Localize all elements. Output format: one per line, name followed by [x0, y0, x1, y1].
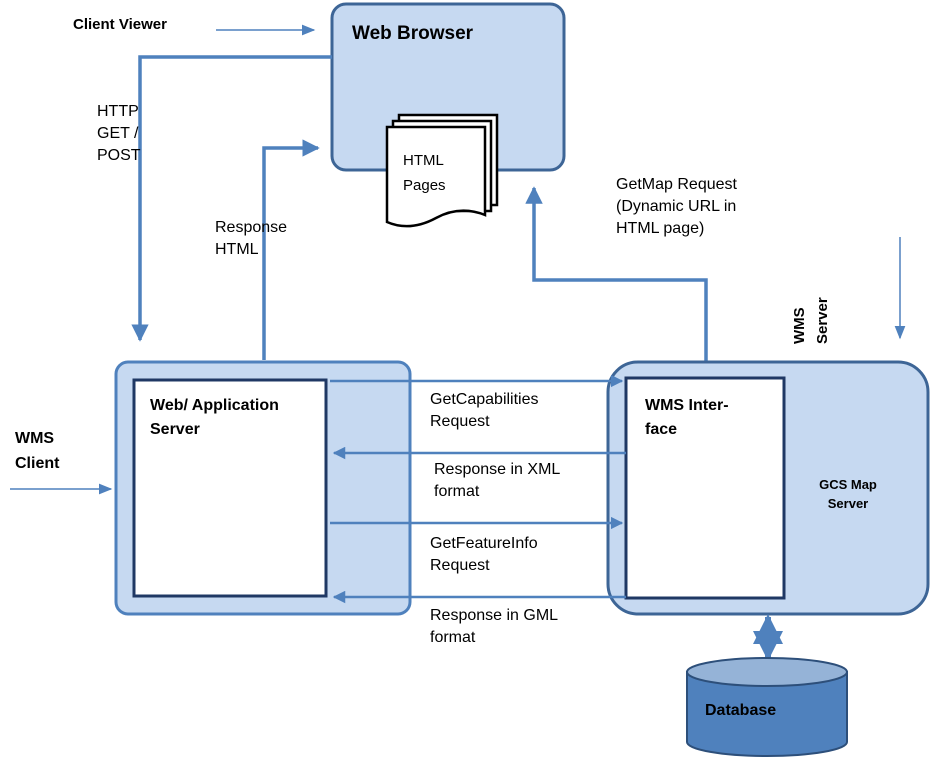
wms-interface-title-line2: face [645, 421, 677, 438]
web-app-server-inner-box [132, 378, 328, 598]
http-request-connector [131, 55, 332, 342]
getcapabilities-label-line2: Request [430, 413, 490, 430]
response-gml-label-line1: Response in GML [430, 607, 558, 624]
gcs-map-server-label-line1: GCS Map [819, 477, 877, 492]
response-xml-label-line2: format [434, 483, 480, 500]
wms-interface-title-line1: WMS Inter- [645, 397, 729, 414]
html-pages-label-line2: Pages [403, 177, 446, 194]
response-html-line1: Response [215, 219, 287, 236]
getmap-label-line1: GetMap Request [616, 176, 738, 193]
getcapabilities-label-line1: GetCapabilities [430, 391, 539, 408]
wms-client-label-line2: Client [15, 455, 60, 472]
web-app-server-title-line2: Server [150, 421, 200, 438]
html-pages-label-line1: HTML [403, 152, 444, 169]
wms-server-label-line2: Server [814, 297, 831, 344]
getfeatureinfo-label-line1: GetFeatureInfo [430, 535, 538, 552]
getmap-label-line2: (Dynamic URL in [616, 198, 736, 215]
getmap-label-line3: HTML page) [616, 220, 704, 237]
response-html-connector [262, 139, 320, 360]
client-viewer-label: Client Viewer [73, 16, 167, 33]
html-pages-icon [385, 113, 499, 228]
response-html-line2: HTML [215, 241, 259, 258]
http-label-line1: HTTP [97, 103, 139, 120]
web-app-server-title-line1: Web/ Application [150, 397, 279, 414]
database-cylinder [686, 657, 848, 757]
response-xml-label-line1: Response in XML [434, 461, 560, 478]
http-label-line2: GET / [97, 125, 139, 142]
getfeatureinfo-label-line2: Request [430, 557, 490, 574]
response-gml-label-line2: format [430, 629, 476, 646]
wms-interface-box [624, 376, 786, 600]
wms-client-label-line1: WMS [15, 430, 54, 447]
getmap-connector [525, 186, 708, 380]
http-label-line3: POST [97, 147, 141, 164]
web-browser-title: Web Browser [352, 23, 474, 44]
wms-server-label-line1: WMS [791, 307, 808, 344]
database-label: Database [705, 702, 776, 719]
gcs-map-server-label-line2: Server [828, 496, 868, 511]
